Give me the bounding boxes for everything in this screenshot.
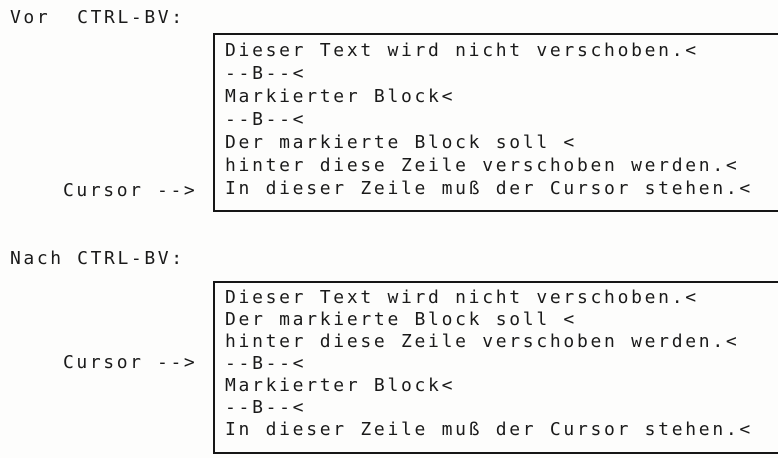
- editor-screen-before: Dieser Text wird nicht verschoben.<--B--…: [213, 33, 778, 212]
- section-label-before: Vor CTRL-BV:: [10, 7, 185, 28]
- editor-screen-after: Dieser Text wird nicht verschoben.<Der m…: [213, 281, 778, 454]
- editor-text-line: --B--<: [225, 353, 307, 374]
- editor-text-line: --B--<: [225, 109, 307, 130]
- editor-text-line: Dieser Text wird nicht verschoben.<: [225, 287, 699, 308]
- editor-text-line: --B--<: [225, 63, 307, 84]
- editor-text-line: --B--<: [225, 397, 307, 418]
- editor-text-line: Der markierte Block soll <: [225, 309, 577, 330]
- editor-text-line: Markierter Block<: [225, 86, 456, 107]
- editor-text-line: In dieser Zeile muß der Cursor stehen.<: [225, 419, 753, 440]
- editor-text-line: hinter diese Zeile verschoben werden.<: [225, 155, 740, 176]
- editor-text-line: hinter diese Zeile verschoben werden.<: [225, 331, 740, 352]
- editor-text-line: Der markierte Block soll <: [225, 132, 577, 153]
- cursor-pointer-label-before: Cursor -->: [63, 180, 198, 201]
- section-label-after: Nach CTRL-BV:: [10, 248, 185, 269]
- editor-text-line: Dieser Text wird nicht verschoben.<: [225, 40, 699, 61]
- editor-text-line: In dieser Zeile muß der Cursor stehen.<: [225, 178, 753, 199]
- cursor-pointer-label-after: Cursor -->: [63, 352, 198, 373]
- editor-text-line: Markierter Block<: [225, 375, 456, 396]
